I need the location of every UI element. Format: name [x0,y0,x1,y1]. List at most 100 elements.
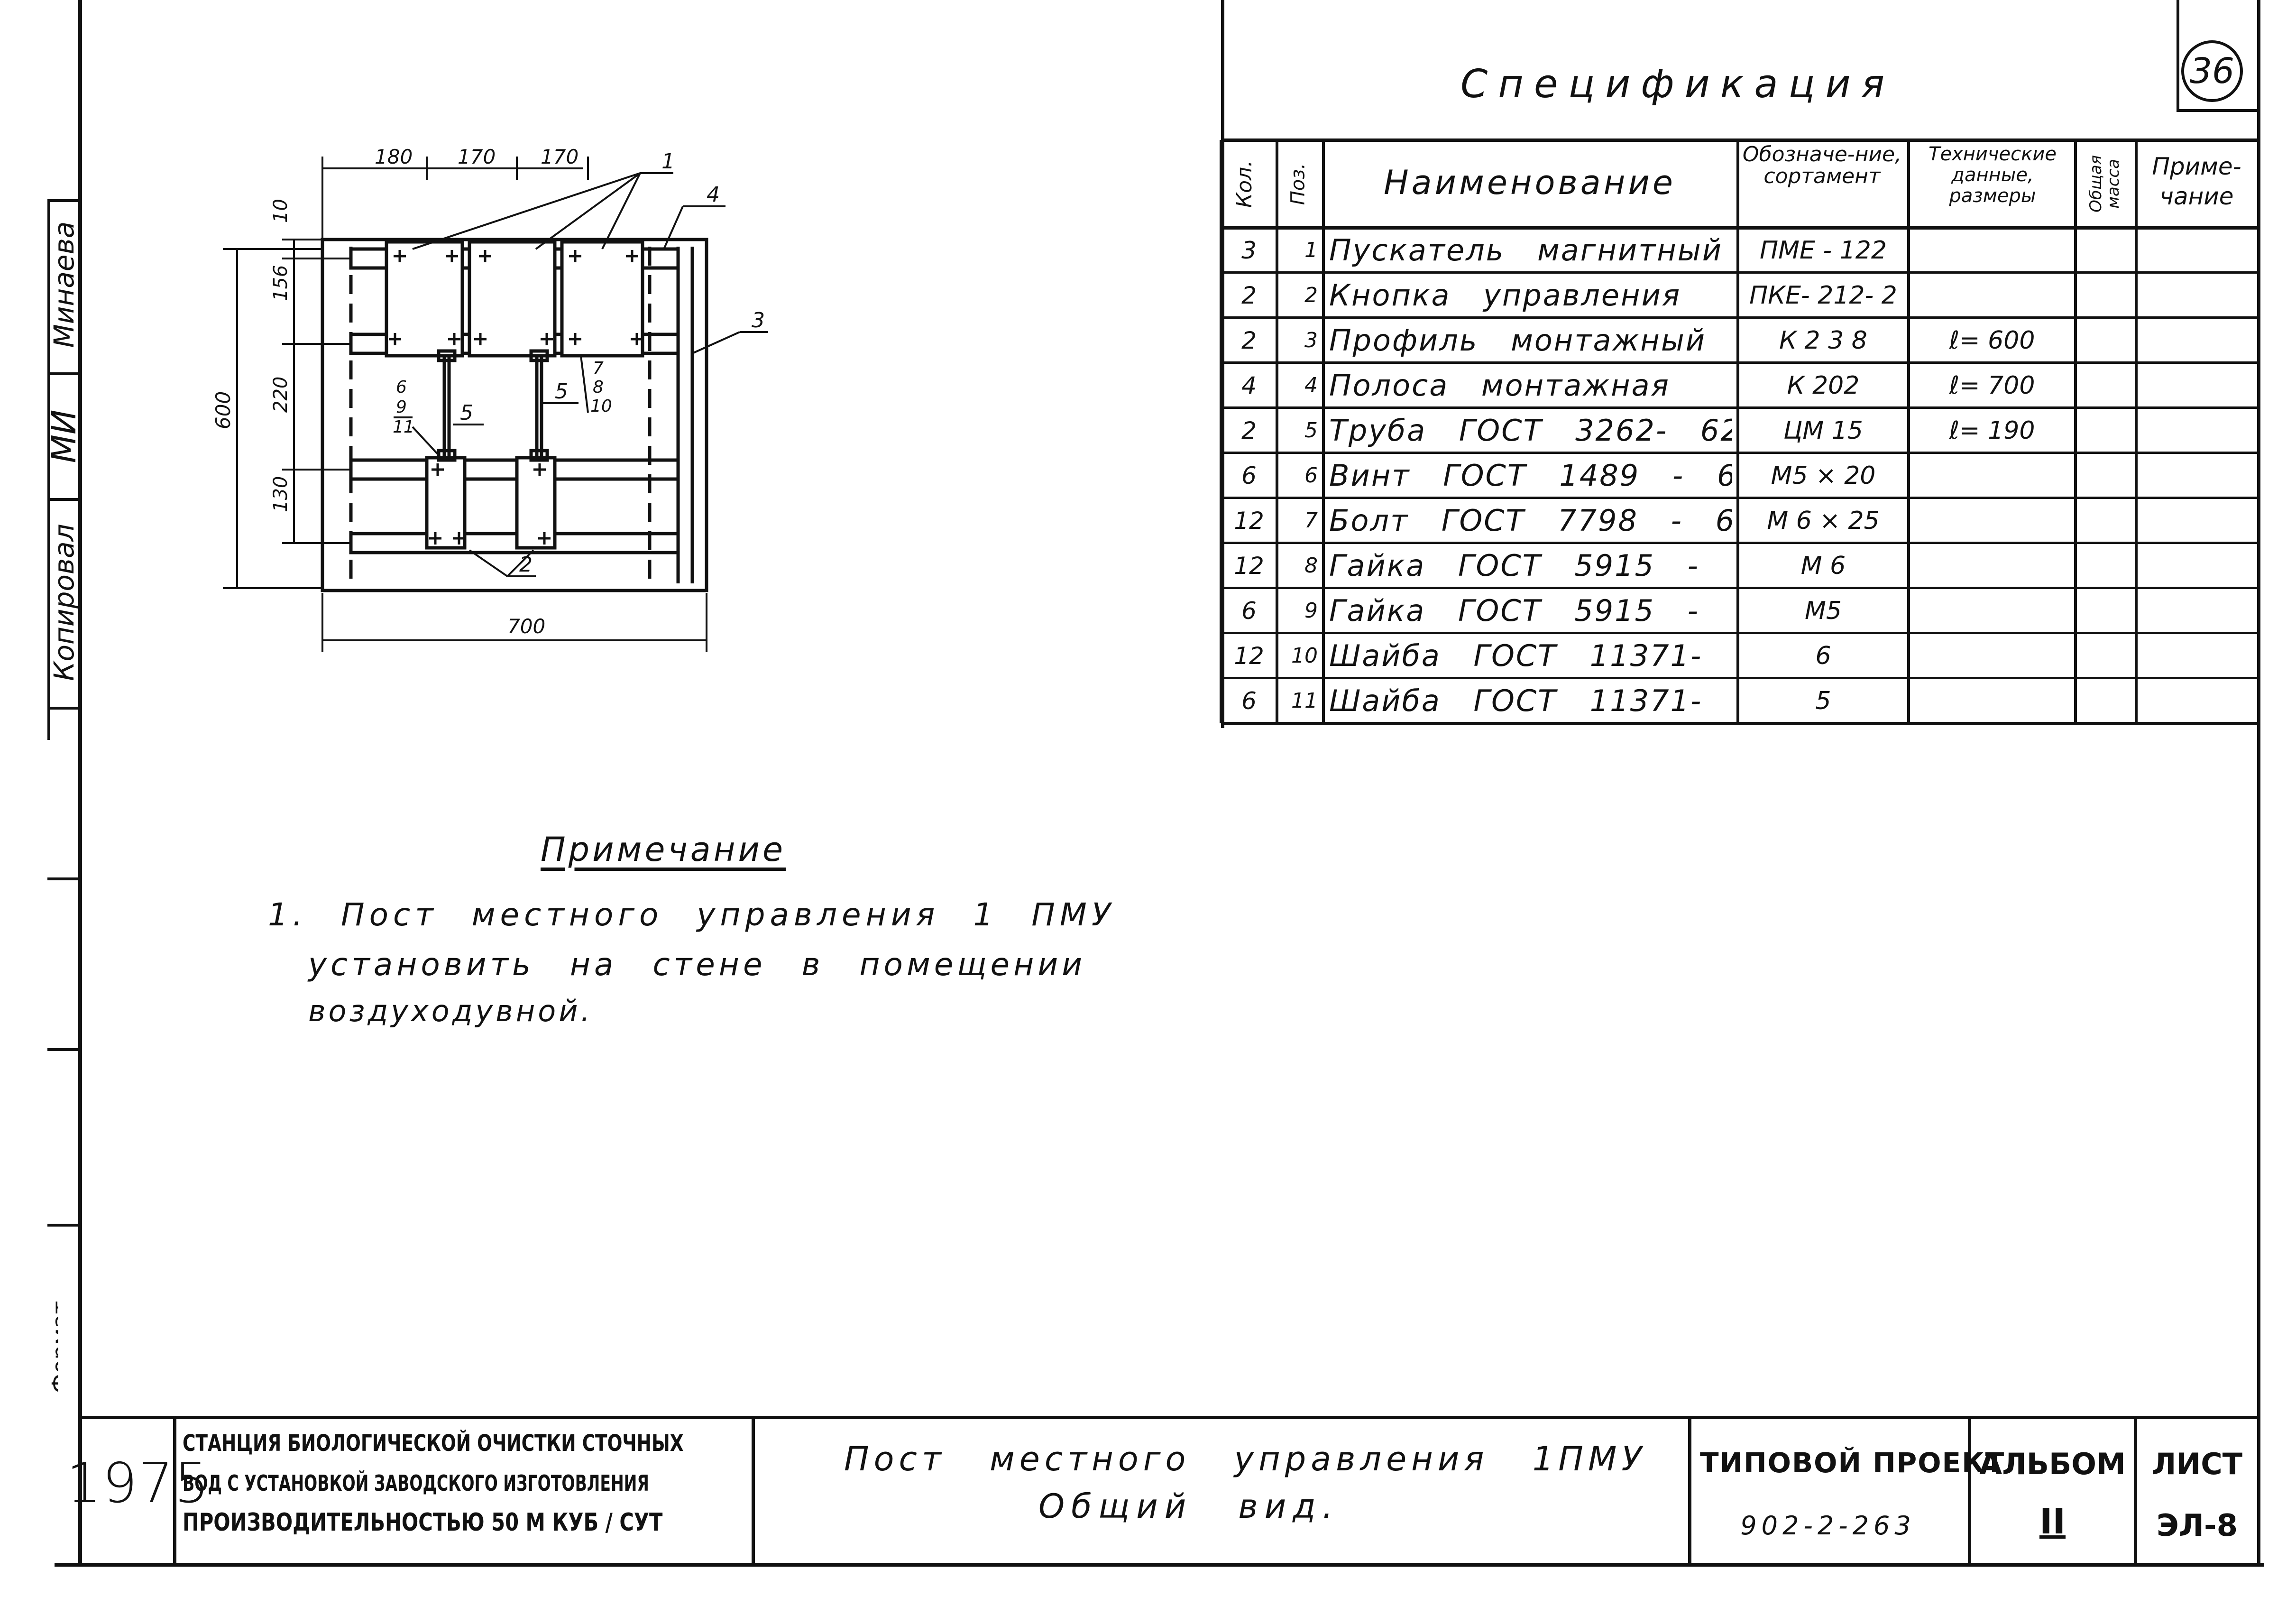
spec-cell-note [2142,588,2255,633]
spec-grid-hline [1221,271,2260,274]
assembly-drawing: 180 170 170 10 156 220 130 600 700 1 4 3… [211,145,768,652]
spec-grid-hline [1221,406,2260,409]
spec-header-qty: Кол. [1232,160,1257,208]
tb-project-line1: СТАНЦИЯ БИОЛОГИЧЕСКОЙ ОЧИСТКИ СТОЧНЫХ [183,1430,684,1457]
spec-cell-mass [2081,318,2131,363]
spec-cell-designation: 5 [1815,686,1831,715]
spec-cell-designation: М5 [1805,596,1842,625]
spec-cell-name: Гайка ГОСТ 5915 - 62 [1329,593,1732,628]
spec-grid-hline [1221,632,2260,634]
spec-cell-pos: 5 [1304,418,1318,443]
callout-6: 6 [396,378,407,397]
dim-700: 700 [507,615,545,638]
spec-cell-qty: 12 [1234,552,1264,580]
spec-cell-technical [1914,273,2070,318]
spec-table: Кол. Поз. Наименование Обозначе-ние, сор… [1220,138,2260,728]
spec-cell-name: Шайба ГОСТ 11371- 65 [1329,638,1732,673]
spec-grid-vline [1907,140,1910,723]
frame-left [78,0,82,1565]
spec-cell-pos: 1 [1304,238,1318,262]
frame-bottom [55,1563,2264,1567]
dim-170b: 170 [541,145,579,168]
callout-3: 3 [752,308,765,332]
spec-grid-hline [1221,677,2260,679]
spec-cell-designation: К 202 [1787,371,1860,400]
spec-cell-mass [2081,408,2131,453]
frame-right [2257,0,2260,1567]
spec-cell-mass [2081,678,2131,723]
dim-600: 600 [211,391,235,429]
spec-cell-pos: 2 [1304,283,1318,307]
spec-cell-mass [2081,633,2131,678]
spec-title: Спецификация [1460,62,1895,107]
spec-cell-name: Пускатель магнитный [1329,233,1723,268]
tb-type-label: ТИПОВОЙ ПРОЕКТ [1700,1447,2005,1479]
note-line-2: установить на стене в помещении [308,946,1086,983]
page-number-circle [2181,40,2243,102]
note-line-3: воздуходувной. [308,994,593,1028]
spec-grid-hline [1221,542,2260,544]
spec-cell-qty: 2 [1241,416,1257,444]
starter-1 [385,240,464,358]
spec-cell-technical: ℓ= 700 [1949,371,2035,400]
dim-180: 180 [375,145,413,168]
spec-cell-note [2142,408,2255,453]
spec-cell-mass [2081,273,2131,318]
spec-cell-designation: К 2 3 8 [1779,326,1867,355]
tb-album-label: АЛЬБОМ [1979,1447,2126,1481]
spec-cell-name: Шайба ГОСТ 11371- 65 [1329,683,1732,718]
spec-grid-hline [1221,722,2260,725]
dim-220: 220 [270,377,292,413]
starter-2 [468,240,557,358]
spec-row: 4 4 Полоса монтажная К 202 ℓ= 700 [1221,363,2260,408]
callout-2: 2 [519,553,533,577]
spec-cell-note [2142,498,2255,543]
spec-cell-designation: ЦМ 15 [1783,416,1863,445]
stamp-cut-text: Формат [47,1301,74,1394]
stamp-outer [47,199,50,740]
spec-header-name: Наименование [1384,163,1676,202]
spec-cell-mass [2081,228,2131,273]
spec-cell-qty: 12 [1234,507,1264,535]
tb-year: 1975 [66,1451,211,1515]
spec-cell-qty: 4 [1241,371,1257,399]
note-title: Примечание [541,830,786,869]
spec-grid-hline [1221,361,2260,364]
spec-cell-note [2142,633,2255,678]
spec-grid-hline [1221,452,2260,454]
spec-grid-vline [2258,140,2260,723]
spec-cell-note [2142,273,2255,318]
spec-cell-name: Полоса монтажная [1329,368,1670,403]
tb-sheet-number: ЭЛ-8 [2156,1508,2238,1543]
spec-header-mass: Общая масса [2086,155,2123,213]
spec-cell-pos: 4 [1304,373,1318,397]
spec-cell-designation: М5 × 20 [1771,461,1876,490]
spec-cell-qty: 6 [1241,462,1257,489]
callout-5b: 5 [555,379,568,404]
spec-cell-designation: М 6 × 25 [1767,506,1880,535]
spec-cell-technical [1914,633,2070,678]
spec-cell-note [2142,363,2255,408]
spec-cell-mass [2081,363,2131,408]
spec-header-pos: Поз. [1287,163,1309,205]
panel-outline [321,238,708,592]
spec-cell-technical [1914,453,2070,498]
spec-cell-qty: 3 [1241,236,1257,264]
callout-8: 8 [593,378,604,397]
spec-grid-hline [1221,497,2260,499]
button-2 [515,456,557,550]
spec-grid-hline [1221,587,2260,589]
spec-cell-technical: ℓ= 190 [1949,416,2035,445]
strip-lower [349,458,680,481]
spec-grid-vline [2135,140,2138,723]
spec-header-technical: Технические данные, размеры [1929,143,2057,207]
spec-cell-note [2142,318,2255,363]
spec-cell-qty: 6 [1241,687,1257,715]
spec-cell-name: Болт ГОСТ 7798 - 62 [1329,503,1732,538]
spec-cell-mass [2081,543,2131,588]
